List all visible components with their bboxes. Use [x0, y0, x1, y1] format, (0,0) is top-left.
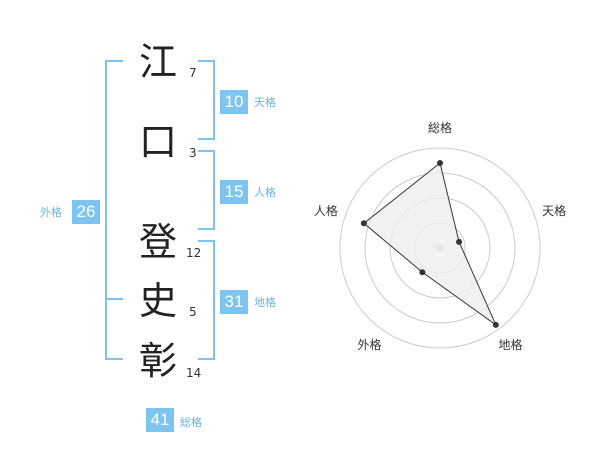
radar-axis-label-2: 天格 — [542, 203, 566, 218]
jinkaku-value-badge: 15 — [220, 180, 248, 204]
gaikaku-label: 外格 — [40, 206, 62, 219]
name-char-4: 史 — [138, 279, 177, 323]
chikaku-label: 地格 — [254, 296, 276, 309]
name-char-3: 登 — [138, 220, 177, 264]
radar-point-4 — [419, 269, 426, 276]
stroke-count-5: 14 — [186, 366, 202, 380]
radar-axis-label-1: 総格 — [428, 120, 452, 135]
radar-point-1 — [437, 160, 443, 166]
stroke-count-3: 12 — [186, 246, 202, 260]
tenkaku-value-badge: 10 — [220, 90, 248, 114]
radar-axis-label-4: 外格 — [357, 337, 381, 352]
stroke-count-1: 7 — [189, 66, 197, 80]
radar-point-3 — [492, 321, 499, 328]
name-char-1: 江 — [138, 40, 177, 84]
radar-axis-label-3: 地格 — [499, 337, 523, 352]
name-char-2: 口 — [138, 120, 177, 164]
radar-axis-label-5: 人格 — [314, 203, 338, 218]
stroke-count-4: 5 — [189, 305, 197, 319]
name-char-5: 彰 — [138, 339, 177, 383]
gaikaku-bracket — [105, 60, 123, 360]
stroke-count-2: 3 — [189, 146, 197, 160]
jinkaku-bracket — [198, 150, 215, 230]
chikaku-value-badge: 31 — [220, 290, 248, 314]
radar-point-2 — [456, 238, 463, 245]
tenkaku-bracket — [198, 60, 215, 140]
radar-point-5 — [360, 220, 367, 227]
tenkaku-label: 天格 — [254, 96, 276, 109]
radar-series-area — [363, 162, 498, 327]
soukaku-value-badge: 41 — [146, 408, 174, 432]
soukaku-label: 総格 — [180, 416, 202, 429]
chikaku-bracket — [198, 240, 215, 360]
radar-ring-4 — [339, 147, 541, 349]
gaikaku-bracket-mid — [105, 298, 123, 300]
gaikaku-value-badge: 26 — [72, 200, 100, 224]
jinkaku-label: 人格 — [254, 186, 276, 199]
